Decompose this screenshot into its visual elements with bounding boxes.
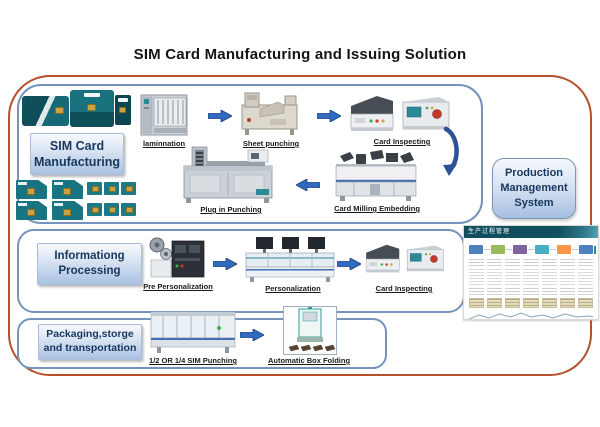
pms-line3: System — [514, 196, 554, 209]
mes-table-row — [469, 269, 593, 285]
sim-card — [121, 203, 136, 216]
personalization-caption: Personalization — [265, 284, 321, 293]
card-logo — [54, 203, 63, 206]
personalization-machine-image — [244, 234, 336, 282]
sim-card — [70, 90, 114, 127]
mes-trend-chart — [468, 308, 594, 321]
pre-personalization-caption: Pre Personalization — [143, 282, 213, 291]
sim-chip-icon — [55, 107, 64, 114]
mes-scroll-indicator — [594, 246, 596, 254]
box-folding-caption: Automatic Box Folding — [267, 356, 351, 365]
mes-table-row — [469, 259, 593, 266]
sim-card — [16, 201, 47, 220]
card-logo — [18, 182, 27, 185]
lamination-caption: laminnation — [142, 139, 186, 148]
flow-arrow-left-icon — [295, 178, 321, 192]
flow-arrow-right-icon — [207, 109, 233, 123]
sim-card — [22, 96, 69, 126]
card-inspecting-caption-1: Card Inspecting — [373, 137, 431, 146]
information-label: Informationg Processing — [37, 243, 142, 285]
sim-chip-icon — [87, 104, 96, 111]
lamination-machine-image — [140, 92, 188, 138]
sim-card — [16, 180, 47, 199]
sim-chip-icon — [63, 209, 71, 216]
packaging-label-line1: Packaging,storge — [46, 328, 134, 341]
sim-card — [52, 201, 83, 220]
card-logo — [84, 93, 100, 97]
sim-chip-icon — [109, 186, 116, 192]
sim-card — [121, 182, 136, 195]
mes-title: 生产过程管理 — [464, 226, 598, 238]
sim-chip-icon — [27, 188, 35, 195]
process-step-block — [557, 245, 571, 254]
flow-arrow-right-icon — [336, 257, 362, 271]
flow-arrow-curved-icon — [441, 126, 461, 178]
sim-card — [104, 182, 119, 195]
page-title: SIM Card Manufacturing and Issuing Solut… — [133, 46, 467, 63]
process-step-block — [469, 245, 483, 254]
information-label-line2: Processing — [58, 265, 121, 277]
packaging-label-line2: and transportation — [43, 342, 137, 354]
sim-chip-icon — [63, 188, 71, 195]
sim-card — [87, 182, 102, 195]
sim-chip-icon — [92, 207, 99, 213]
sim-chip-icon — [126, 186, 133, 192]
sim-chip-icon — [119, 107, 126, 113]
information-label-line1: Informationg — [54, 250, 125, 263]
plug-in-punching-caption: Plug in Punching — [200, 205, 262, 214]
process-step-block — [535, 245, 549, 254]
sim-card — [87, 203, 102, 216]
sim-chip-icon — [109, 207, 116, 213]
sim-card — [104, 203, 119, 216]
sheet-punching-machine-image — [240, 89, 300, 137]
mes-process-flow — [469, 245, 593, 254]
card-logo — [118, 98, 128, 102]
flow-arrow-right-icon — [239, 328, 265, 342]
mes-table-row — [469, 288, 593, 295]
pms-line1: Production — [504, 167, 564, 180]
card-milling-embedding-machine-image — [334, 146, 418, 202]
sim-chip-icon — [126, 207, 133, 213]
card-milling-embedding-caption: Card Milling Embedding — [334, 204, 420, 213]
plug-in-punching-machine-image — [176, 145, 280, 203]
flow-arrow-right-icon — [316, 109, 342, 123]
sim-chip-icon — [92, 186, 99, 192]
process-step-block — [513, 245, 527, 254]
card-logo — [54, 182, 63, 185]
manufacturing-label: SIM Card Manufacturing — [30, 133, 124, 175]
manufacturing-label-line2: Manufacturing — [33, 155, 121, 169]
packaging-label: Packaging,storge and transportation — [38, 324, 142, 360]
card-logo — [18, 203, 27, 206]
card-inspecting-machine-image-2 — [363, 237, 445, 281]
production-management-system-box: Production Management System — [492, 158, 576, 219]
card-inspecting-caption-2: Card Inspecting — [375, 284, 433, 293]
sim-punching-caption: 1/2 OR 1/4 SIM Punching — [149, 356, 237, 365]
sim-card-samples-top — [22, 90, 132, 128]
manufacturing-label-line1: SIM Card — [49, 138, 105, 153]
pre-personalization-machine-image — [148, 236, 206, 280]
card-inspecting-machine-image — [346, 92, 452, 136]
sim-card — [52, 180, 83, 199]
sim-punching-machine-image — [149, 308, 237, 354]
mes-table-row-highlight — [469, 298, 593, 308]
sim-card — [115, 95, 131, 125]
process-step-block — [491, 245, 505, 254]
sim-chip-icon — [27, 209, 35, 216]
pms-line2: Management — [500, 182, 568, 195]
sim-card-samples-bottom — [15, 179, 136, 222]
sheet-punching-caption: Sheet punching — [242, 139, 300, 148]
box-folding-machine-image — [283, 306, 337, 355]
flow-arrow-right-icon — [212, 257, 238, 271]
process-step-block — [579, 245, 593, 254]
mes-screenshot: 生产过程管理 — [463, 225, 599, 321]
